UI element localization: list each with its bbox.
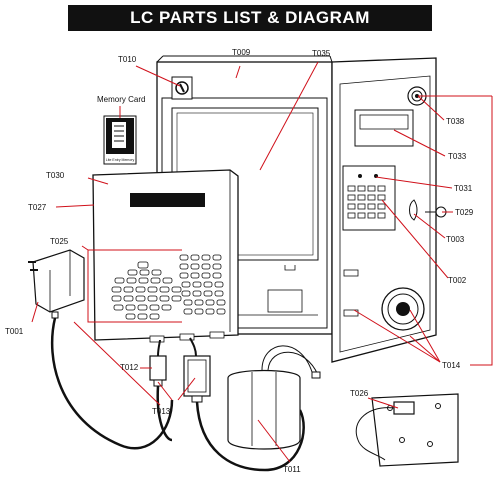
label-t027: T027 — [28, 203, 47, 212]
cabinet-door — [331, 57, 447, 363]
label-t003: T003 — [446, 235, 465, 244]
serial-cables — [149, 337, 305, 472]
cabinet-lock — [171, 76, 193, 100]
memory-card: Lite Entry Memory — [103, 115, 137, 165]
label-t012: T012 — [120, 363, 139, 372]
door-switch-plate — [355, 393, 459, 467]
battery-pack — [227, 345, 321, 450]
page-title: LC PARTS LIST & DIAGRAM — [68, 5, 432, 31]
label-t031: T031 — [454, 184, 473, 193]
label-t033: T033 — [448, 152, 467, 161]
label-t009: T009 — [232, 48, 251, 57]
label-t035: T035 — [312, 49, 331, 58]
label-t025: T025 — [50, 237, 69, 246]
label-t001: T001 — [5, 327, 24, 336]
part-labels: T010 T009 T035 Memory Card T038 T033 T03… — [5, 48, 474, 474]
label-t013: T013 — [152, 407, 171, 416]
leader-lines — [31, 61, 493, 463]
label-t010: T010 — [118, 55, 137, 64]
controller-unit — [92, 169, 239, 343]
label-t029: T029 — [455, 208, 474, 217]
label-memory-card: Memory Card — [97, 95, 145, 104]
memory-card-print: Lite Entry Memory — [106, 158, 135, 162]
label-t030: T030 — [46, 171, 65, 180]
label-t014: T014 — [442, 361, 461, 370]
label-t038: T038 — [446, 117, 465, 126]
label-t011: T011 — [283, 465, 301, 474]
label-t026: T026 — [350, 389, 369, 398]
label-t002: T002 — [448, 276, 467, 285]
